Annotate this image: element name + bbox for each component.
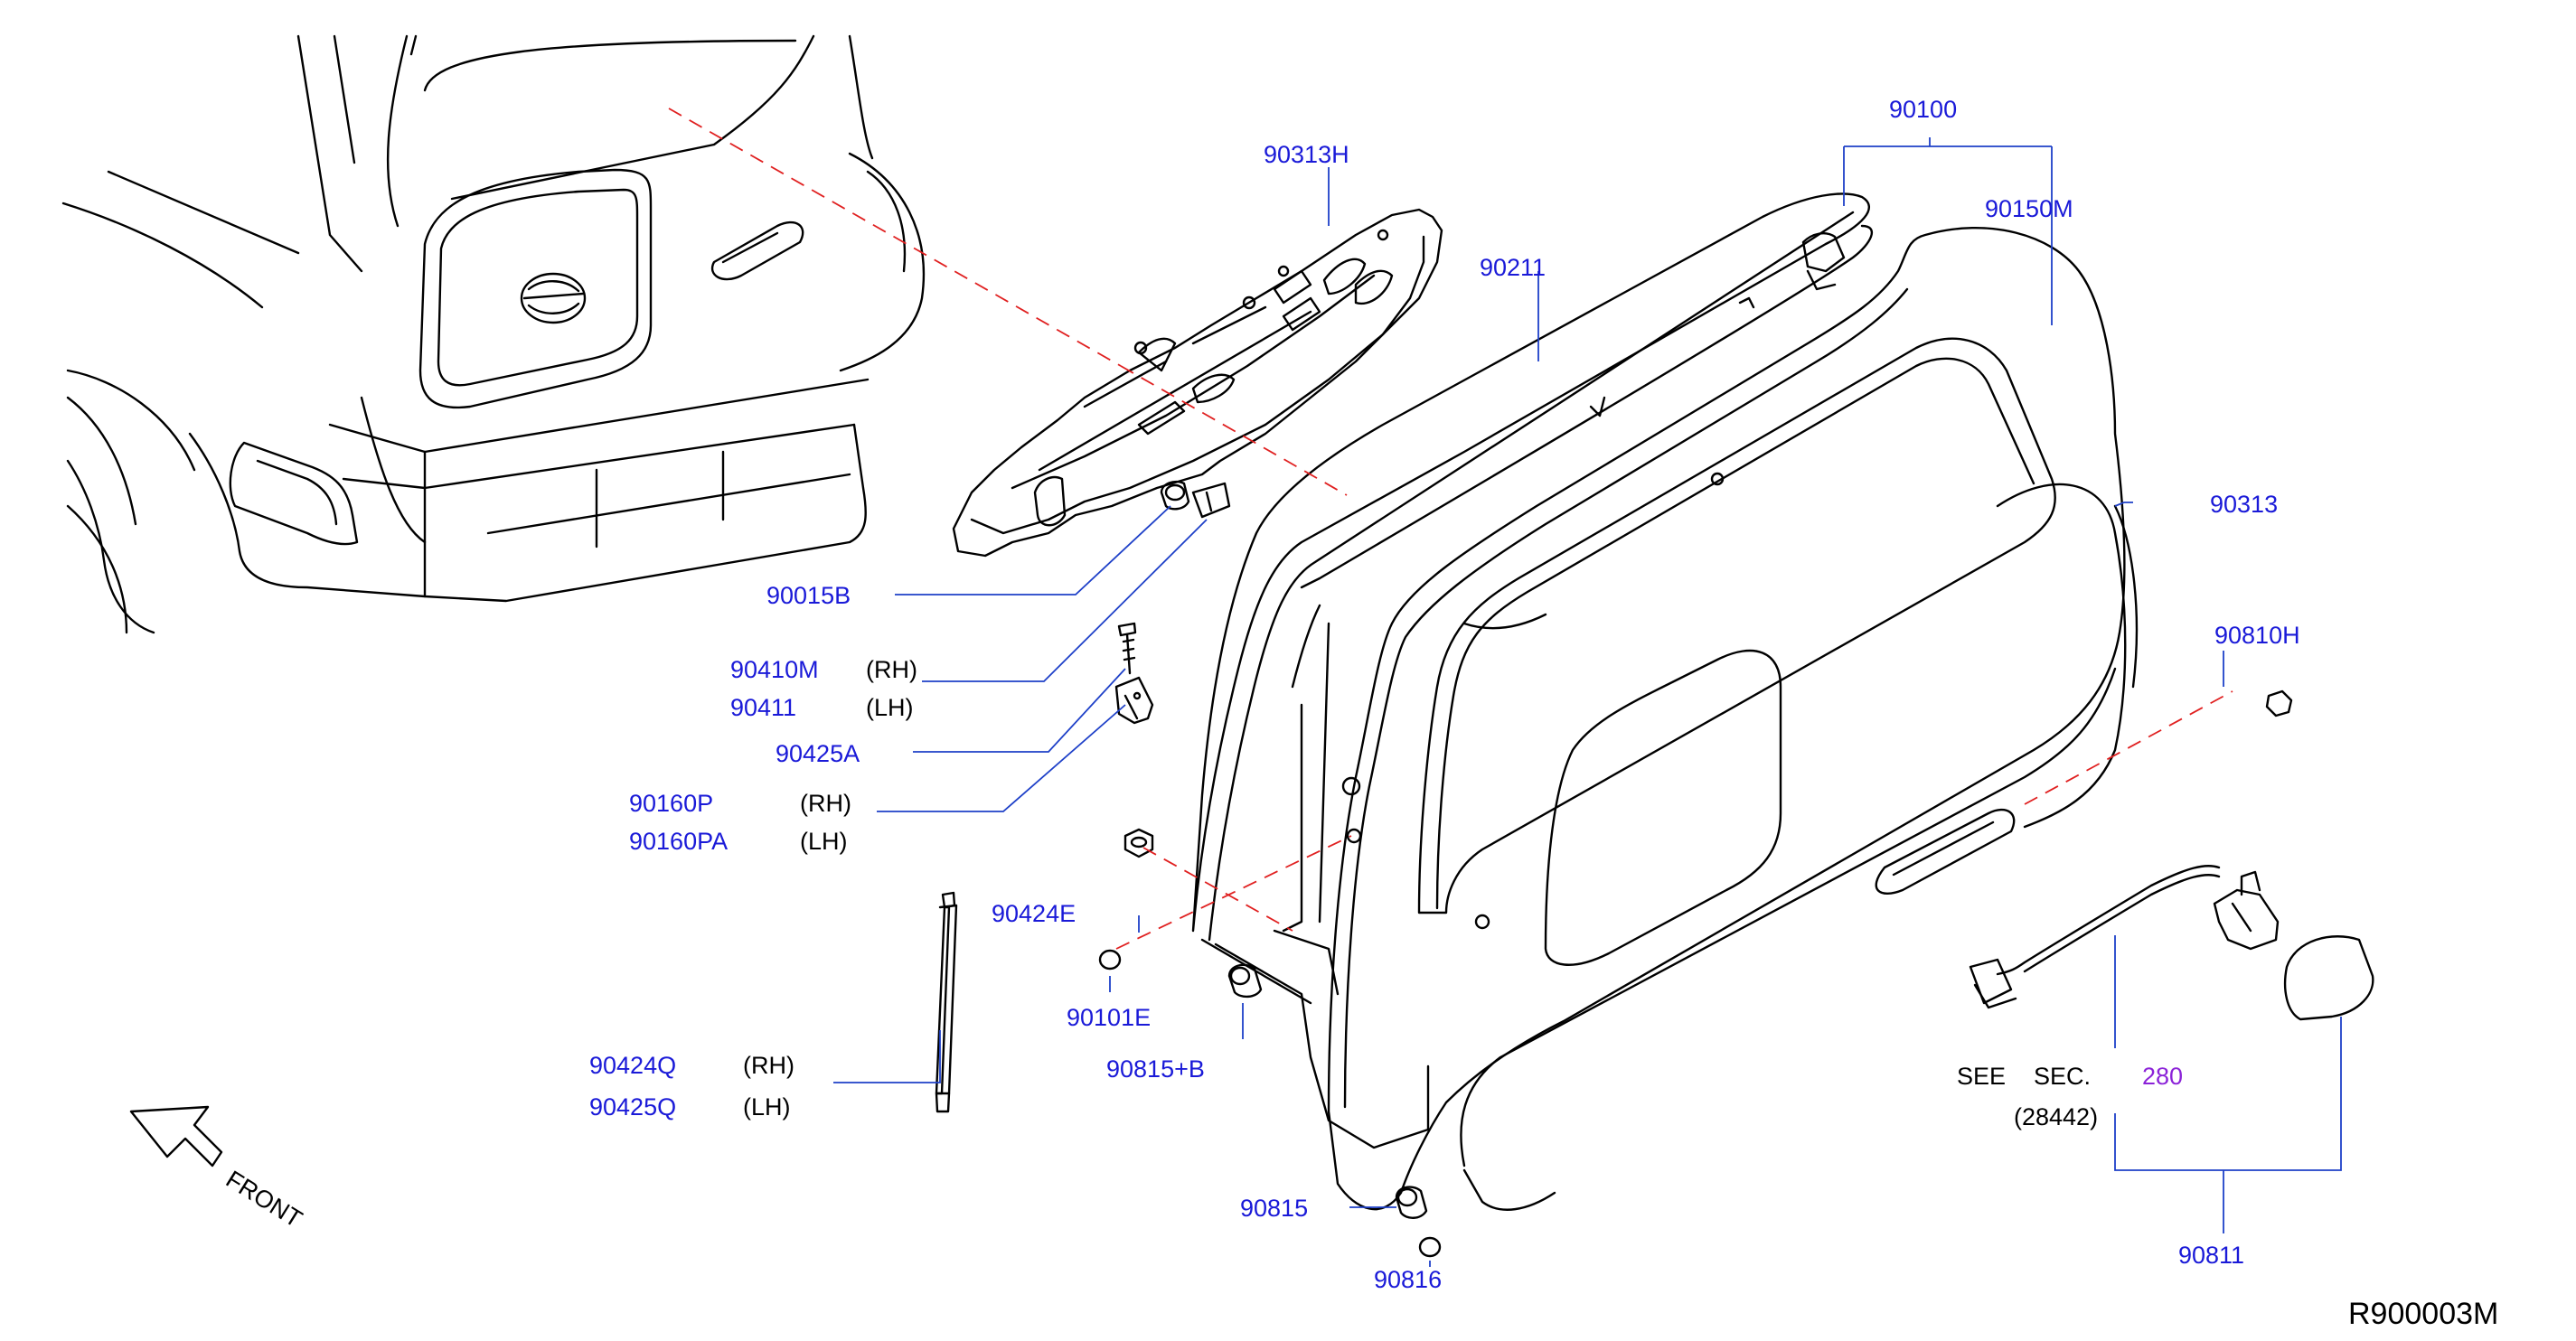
vehicle-rear-illustration [61,34,926,634]
part-label-90810H[interactable]: 90810H [2214,622,2300,649]
part-label-90425A[interactable]: 90425A [776,740,860,767]
side-label-90425Q: (LH) [743,1093,791,1121]
side-label-90424Q: (RH) [743,1052,794,1079]
part-label-90160P[interactable]: 90160P [629,790,713,817]
part-label-90816[interactable]: 90816 [1374,1266,1442,1293]
part-label-90410M[interactable]: 90410M [730,656,819,683]
part-label-90100[interactable]: 90100 [1889,96,1957,123]
sec-label: SEC. [2034,1063,2091,1090]
part-label-90313[interactable]: 90313 [2210,491,2278,518]
part-label-90815B[interactable]: 90815+B [1106,1055,1205,1083]
section-code: (28442) [2014,1103,2098,1130]
part-label-90411[interactable]: 90411 [730,694,796,721]
side-label-90410M: (RH) [866,656,917,683]
part-label-90425Q[interactable]: 90425Q [589,1093,676,1121]
part-label-90811[interactable]: 90811 [2178,1242,2244,1269]
side-label-90411: (LH) [866,694,914,721]
side-label-90160PA: (LH) [800,828,848,855]
part-label-90211[interactable]: 90211 [1480,254,1546,281]
side-labels: (RH) (LH) (RH) (LH) (RH) (LH) [743,656,917,1121]
part-label-90424Q[interactable]: 90424Q [589,1052,676,1079]
part-label-90313H[interactable]: 90313H [1264,141,1349,168]
part-label-90150M[interactable]: 90150M [1985,195,2073,222]
front-direction-label: FRONT [221,1166,307,1233]
part-label-90101E[interactable]: 90101E [1067,1004,1151,1031]
part-label-90815[interactable]: 90815 [1240,1195,1308,1222]
section-number-link[interactable]: 280 [2142,1063,2183,1090]
side-label-90160P: (RH) [800,790,851,817]
back-door-panel-illustration [1191,192,2139,1211]
part-number-labels: 90100 90313H 90150M 90211 90313 90810H 9… [589,96,2300,1293]
part-label-90424E[interactable]: 90424E [992,900,1076,927]
alignment-lines [668,108,2233,950]
reference-code: R900003M [2348,1297,2498,1331]
reinforcement-90313H-illustration [952,208,1443,558]
leader-lines [833,137,2342,1267]
front-arrow-icon [129,1105,223,1168]
part-label-90160PA[interactable]: 90160PA [629,828,728,855]
see-section-reference: SEE SEC. 280 (28442) [1957,1063,2183,1130]
see-label: SEE [1957,1063,2006,1090]
part-label-90015B[interactable]: 90015B [766,582,851,609]
small-parts-illustration [129,480,2374,1258]
